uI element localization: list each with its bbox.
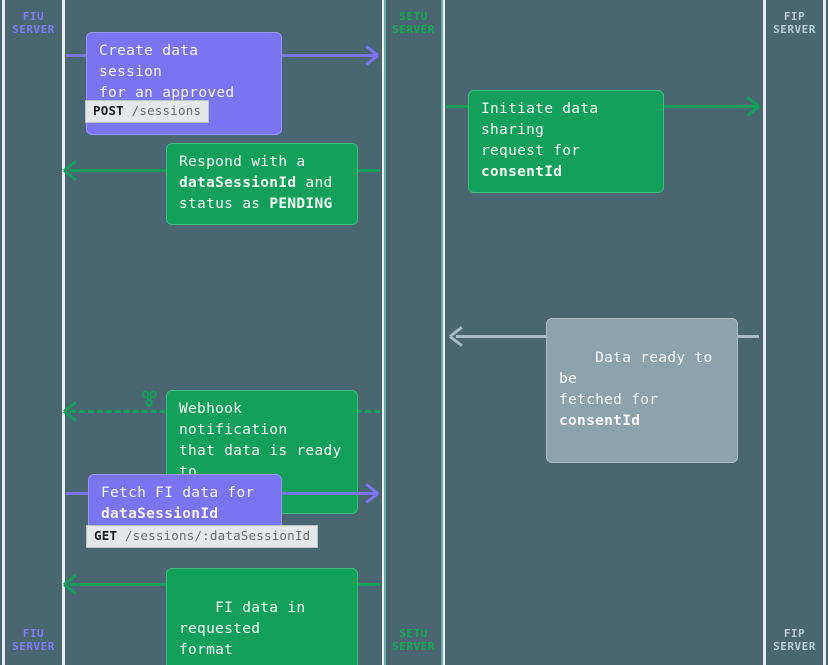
message-part-0: Create data session for an approved [99, 43, 235, 101]
message-part-0: Fetch FI data for [101, 485, 255, 501]
endpoint-path-get: /sessions/:dataSessionId [117, 528, 311, 543]
lifeline-label-setu-bottom: SETU SERVER [392, 627, 435, 653]
lifeline-label-fip-top: FIP SERVER [773, 10, 816, 36]
message-part-0: Respond with a [179, 154, 306, 170]
endpoint-badge-get-session: GET /sessions/:dataSessionId [86, 525, 319, 548]
message-token-consent-id-3: consentId [559, 413, 641, 429]
webhook-icon [141, 390, 157, 407]
message-initiate-data-sharing: Initiate data sharing request for consen… [468, 90, 664, 193]
arrowhead-fetch-fi-data [365, 485, 378, 501]
arrowhead-webhook-notification [64, 403, 77, 419]
arrowhead-fi-data-format [64, 576, 77, 592]
message-part-1: consentId [481, 164, 563, 180]
lifeline-fip-server: FIP SERVER FIP SERVER [763, 0, 826, 665]
message-part-1: dataSessionId [179, 175, 297, 191]
message-part-3: PENDING [269, 196, 333, 212]
endpoint-path-post: /sessions [123, 103, 202, 118]
message-part-2: and status as [179, 175, 333, 212]
lifeline-fiu-server: FIU SERVER FIU SERVER [2, 0, 65, 665]
message-part-1: dataSessionId [101, 506, 219, 522]
message-fi-data-format: FI data in requested format [166, 568, 358, 665]
lifeline-setu-server: SETU SERVER SETU SERVER [382, 0, 445, 665]
arrowhead-initiate-data-sharing [746, 98, 759, 114]
message-data-ready: Data ready to be fetched for consentId [546, 318, 738, 463]
endpoint-verb-get: GET [94, 528, 118, 543]
message-respond-data-session-id: Respond with a dataSessionId and status … [166, 143, 358, 225]
lifeline-rule-right [441, 0, 443, 665]
lifeline-label-fiu-top: FIU SERVER [12, 10, 55, 36]
message-part-0: Initiate data sharing request for [481, 101, 599, 159]
message-text-data-ready: Data ready to be fetched for [559, 350, 713, 408]
lifeline-rule-left [384, 0, 386, 665]
message-fetch-fi-data: Fetch FI data for dataSessionId [88, 474, 282, 535]
lifeline-label-setu-top: SETU SERVER [392, 10, 435, 36]
message-text-fi-data-format: FI data in requested format [179, 600, 306, 658]
endpoint-badge-post-sessions: POST /sessions [85, 100, 210, 123]
arrowhead-data-ready [450, 328, 463, 344]
arrowhead-create-data-session [365, 47, 378, 63]
endpoint-verb-post: POST [93, 103, 124, 118]
lifeline-label-fiu-bottom: FIU SERVER [12, 627, 55, 653]
arrowhead-respond-data-session-id [64, 162, 77, 178]
lifeline-label-fip-bottom: FIP SERVER [773, 627, 816, 653]
